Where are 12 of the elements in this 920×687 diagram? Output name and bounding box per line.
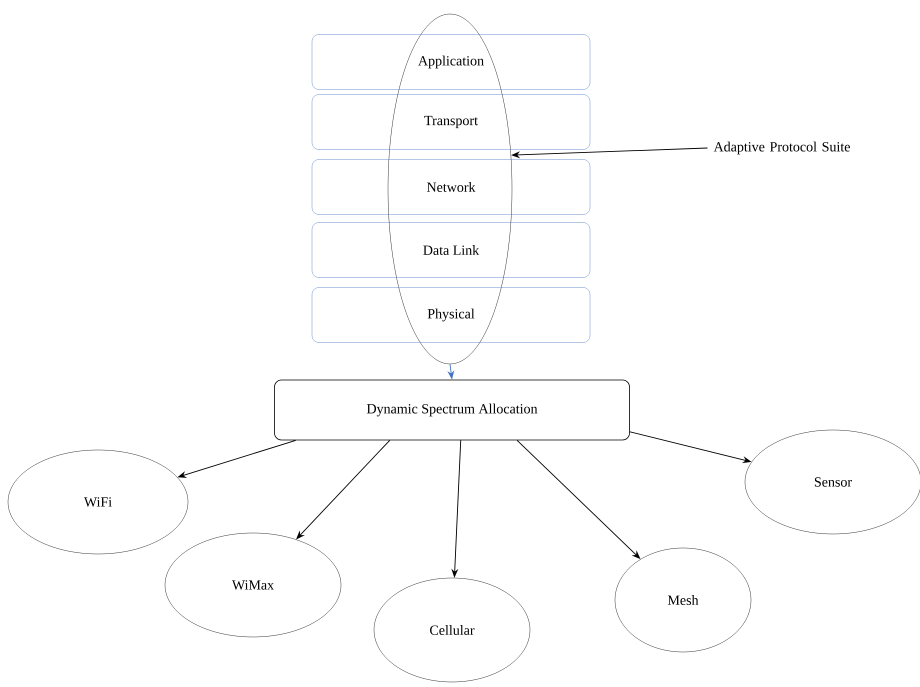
layer-box: Data Link [312, 222, 590, 278]
ellipse-node: Mesh [614, 548, 752, 652]
callout-text: Adaptive Protocol Suite [714, 142, 850, 154]
layer-box: Application [312, 34, 590, 90]
ellipse-node: WiMax [164, 532, 342, 638]
process-box: Dynamic Spectrum Allocation [274, 380, 630, 440]
layer-box: Physical [312, 287, 590, 343]
ellipse-node: Cellular [374, 578, 530, 682]
ellipse-node: WiFi [8, 450, 188, 554]
ellipse-outline [388, 14, 512, 364]
layer-box: Transport [312, 94, 590, 150]
layer-box: Network [312, 159, 590, 215]
